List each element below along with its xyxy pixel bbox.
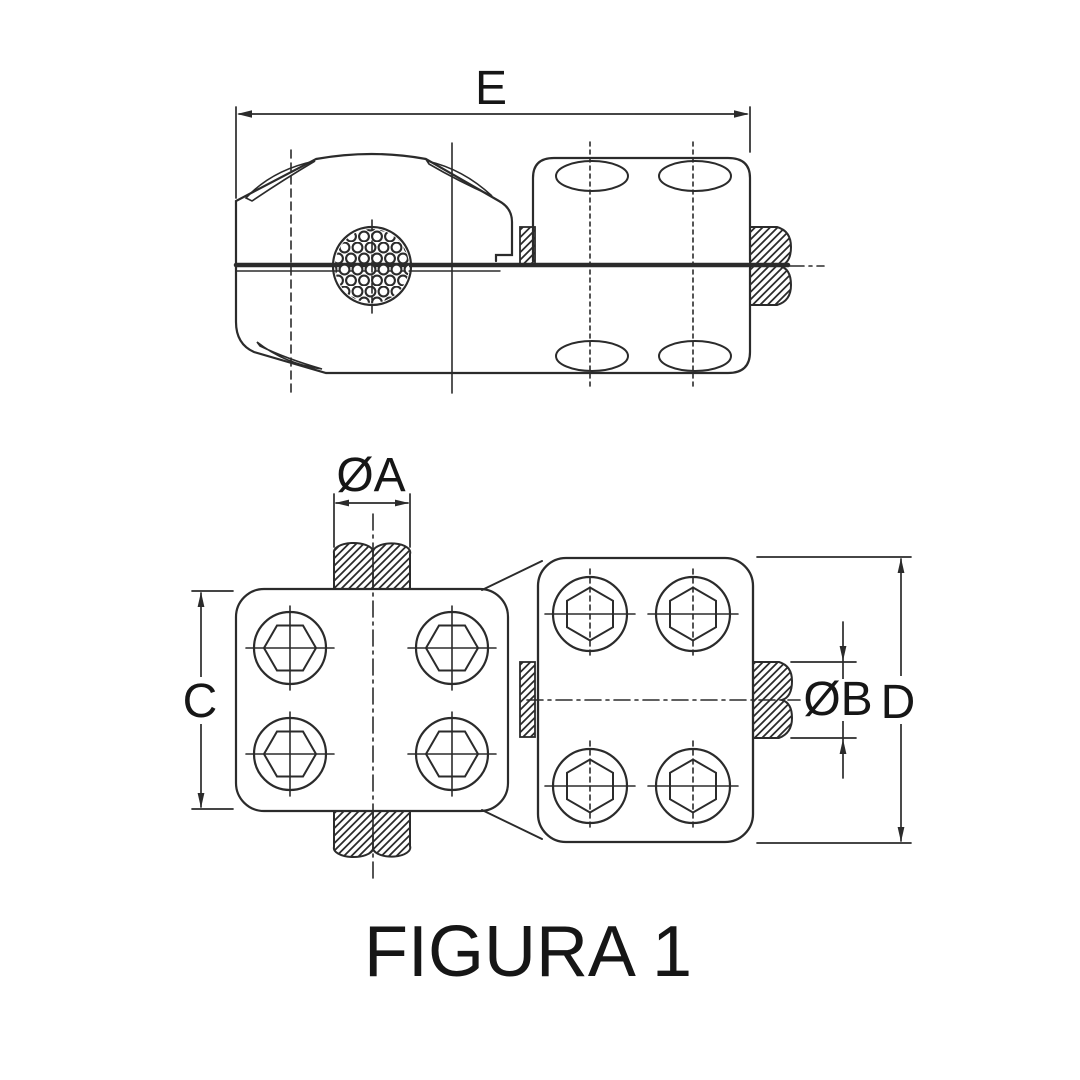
dimension-d [756, 556, 922, 844]
label-mask [876, 676, 922, 724]
top-view: E [233, 62, 825, 397]
dimension-e [235, 106, 751, 199]
bolt-recess [658, 340, 732, 372]
label-mask [184, 677, 218, 724]
clamp-left-cap [234, 152, 514, 270]
hex-bolt [647, 568, 739, 660]
hex-bolt [245, 711, 335, 797]
left-clamp-block [234, 587, 510, 813]
taper-line [481, 560, 543, 591]
arrowhead [734, 110, 749, 118]
front-view: ØA [183, 449, 922, 879]
bolt-recess [658, 160, 732, 192]
figure-caption: FIGURA 1 [364, 912, 692, 992]
arrowhead [197, 793, 205, 808]
label-mask [807, 679, 869, 721]
conductor-stub-section [332, 541, 412, 590]
hex-bolt [544, 568, 636, 660]
conductor-stub-section [332, 810, 412, 859]
arrowhead [237, 110, 252, 118]
arrowhead [197, 592, 205, 607]
dimension-b [790, 621, 869, 779]
taper-line [481, 809, 543, 840]
arrowhead [897, 827, 905, 842]
clamp-right-cap [531, 156, 752, 263]
arrowhead [335, 499, 349, 507]
dimension-a [333, 493, 411, 548]
conductor-stub-section [752, 661, 794, 739]
dimension-label-a: ØA [336, 449, 405, 502]
hex-bolt [407, 605, 497, 691]
dimension-label-c: C [183, 675, 218, 728]
bolt-recess [555, 160, 629, 192]
chamfer-sliver [425, 159, 493, 197]
bolt-group-left [245, 605, 497, 797]
spacer-pad-section [519, 226, 536, 266]
dimension-label-e: E [475, 62, 507, 115]
hex-bolt [544, 740, 636, 832]
arrowhead [839, 646, 847, 661]
dimension-label-b: ØB [803, 673, 872, 726]
arrowhead [395, 499, 409, 507]
arrowhead [839, 739, 847, 754]
arrowhead [897, 558, 905, 573]
bolt-recess [555, 340, 629, 372]
clamp-lower-body [234, 266, 752, 375]
dimension-c [184, 590, 234, 810]
bolt-group-right [544, 568, 739, 832]
hex-bolt [647, 740, 739, 832]
conductor-stub-section [749, 226, 793, 306]
chamfer-sliver [244, 160, 316, 202]
chamfer-sliver [256, 341, 323, 370]
hex-bolt [407, 711, 497, 797]
dimension-label-d: D [881, 676, 916, 729]
hex-bolt [245, 605, 335, 691]
